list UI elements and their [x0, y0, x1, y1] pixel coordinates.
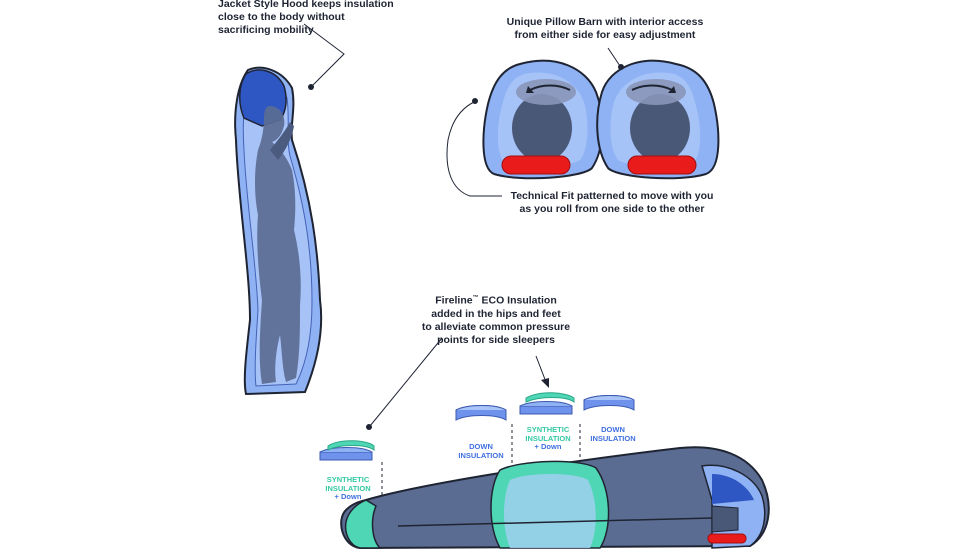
lying-bag-hip-window: [504, 474, 596, 548]
technical-fit-callout: Technical Fit patterned to move with you…: [500, 190, 724, 216]
lying-bag-head-opening: [711, 505, 739, 533]
swatch-synthetic-left: [319, 440, 375, 461]
technical-fit-pointer-dot: [472, 98, 478, 104]
swatch-down-mid-left: [455, 405, 507, 421]
fireline-callout-line-3: to alleviate common pressure: [421, 320, 571, 333]
hood-pointer-line: [303, 23, 345, 87]
lying-bag-red-pad: [707, 533, 747, 544]
insulation-label-right: DOWN INSULATION: [582, 425, 644, 443]
hood-pointer-dot: [308, 84, 314, 90]
technical-fit-callout-line-1: Technical Fit patterned to move with you: [510, 190, 714, 202]
insulation-label-right-line-1: DOWN: [601, 425, 625, 434]
fireline-brand: Fireline: [435, 294, 473, 307]
fireline-callout: Fireline™ ECO Insulation added in the hi…: [410, 292, 582, 347]
cross-section-right-red-pad: [627, 155, 697, 175]
insulation-label-mid-left-line-1: DOWN: [469, 442, 493, 451]
technical-fit-pointer-line: [446, 101, 502, 197]
cross-section-left: [482, 59, 604, 180]
fireline-pointer-dot-left: [366, 424, 372, 430]
insulation-label-mid-left-line-2: INSULATION: [458, 450, 504, 460]
fireline-callout-line-1: Fireline™ ECO Insulation: [410, 292, 582, 308]
fireline-pointer-line-right: [535, 355, 547, 383]
insulation-label-mid: SYNTHETIC INSULATION + Down: [518, 425, 578, 452]
pillow-barn-pointer-line: [607, 47, 621, 67]
cross-section-left-arrow: [529, 84, 571, 91]
person-arm: [270, 122, 294, 160]
fireline-callout-line-4: points for side sleepers: [437, 333, 555, 346]
hood-callout-line-1: Jacket Style Hood keeps insulation: [218, 0, 394, 10]
cross-section-right-pillow-barn: [626, 79, 686, 105]
person-silhouette: [255, 106, 301, 384]
lying-bag-hood-dark: [712, 474, 754, 504]
fireline-rest: ECO Insulation: [478, 294, 557, 307]
insulation-label-left-line-1: SYNTHETIC: [326, 475, 370, 484]
pillow-barn-callout-line-1: Unique Pillow Barn with interior access: [506, 16, 704, 28]
cross-section-right-arrow: [631, 84, 673, 91]
pillow-barn-callout: Unique Pillow Barn with interior access …: [490, 16, 720, 42]
technical-fit-callout-line-2: as you roll from one side to the other: [519, 203, 705, 215]
cross-section-right: [596, 59, 720, 180]
standing-figure-in-bag: [234, 66, 323, 396]
hood-callout-line-2: close to the body without: [218, 11, 345, 23]
cross-section-right-arrowhead: [668, 86, 676, 93]
cross-section-left-pillow-barn: [516, 79, 576, 105]
cross-section-right-head: [630, 94, 690, 162]
swatch-synthetic-mid: [519, 392, 575, 415]
hood-callout-line-3: sacrificing mobility: [218, 24, 314, 36]
insulation-label-left-sub: + Down: [334, 492, 362, 501]
insulation-label-right-line-2: INSULATION: [590, 433, 636, 443]
pillow-barn-pointer-dot: [618, 64, 624, 70]
insulation-label-mid-line-2: INSULATION: [525, 433, 571, 443]
cross-section-left-arrowhead: [526, 86, 534, 93]
pillow-barn-callout-line-2: from either side for easy adjustment: [514, 29, 696, 41]
fireline-pointer-line-left: [369, 337, 443, 427]
fireline-callout-line-2: added in the hips and feet: [431, 307, 561, 320]
swatch-down-right: [583, 395, 635, 411]
cross-section-left-red-pad: [501, 155, 571, 175]
lying-sleeping-bag: [340, 446, 770, 550]
lying-bag-zipper: [397, 517, 713, 527]
insulation-label-mid-line-1: SYNTHETIC: [526, 425, 570, 434]
lying-bag-foot-cap: [344, 499, 382, 549]
cross-section-left-head: [512, 94, 572, 162]
insulation-label-left-line-2: INSULATION: [325, 483, 371, 493]
insulation-label-left: SYNTHETIC INSULATION + Down: [318, 475, 378, 502]
fireline-pointer-arrowhead: [541, 378, 549, 388]
hood-callout: Jacket Style Hood keeps insulation close…: [218, 0, 394, 37]
insulation-label-mid-left: DOWN INSULATION: [450, 442, 512, 460]
fireline-trademark: ™: [472, 295, 479, 301]
insulation-label-mid-sub: + Down: [534, 442, 562, 451]
